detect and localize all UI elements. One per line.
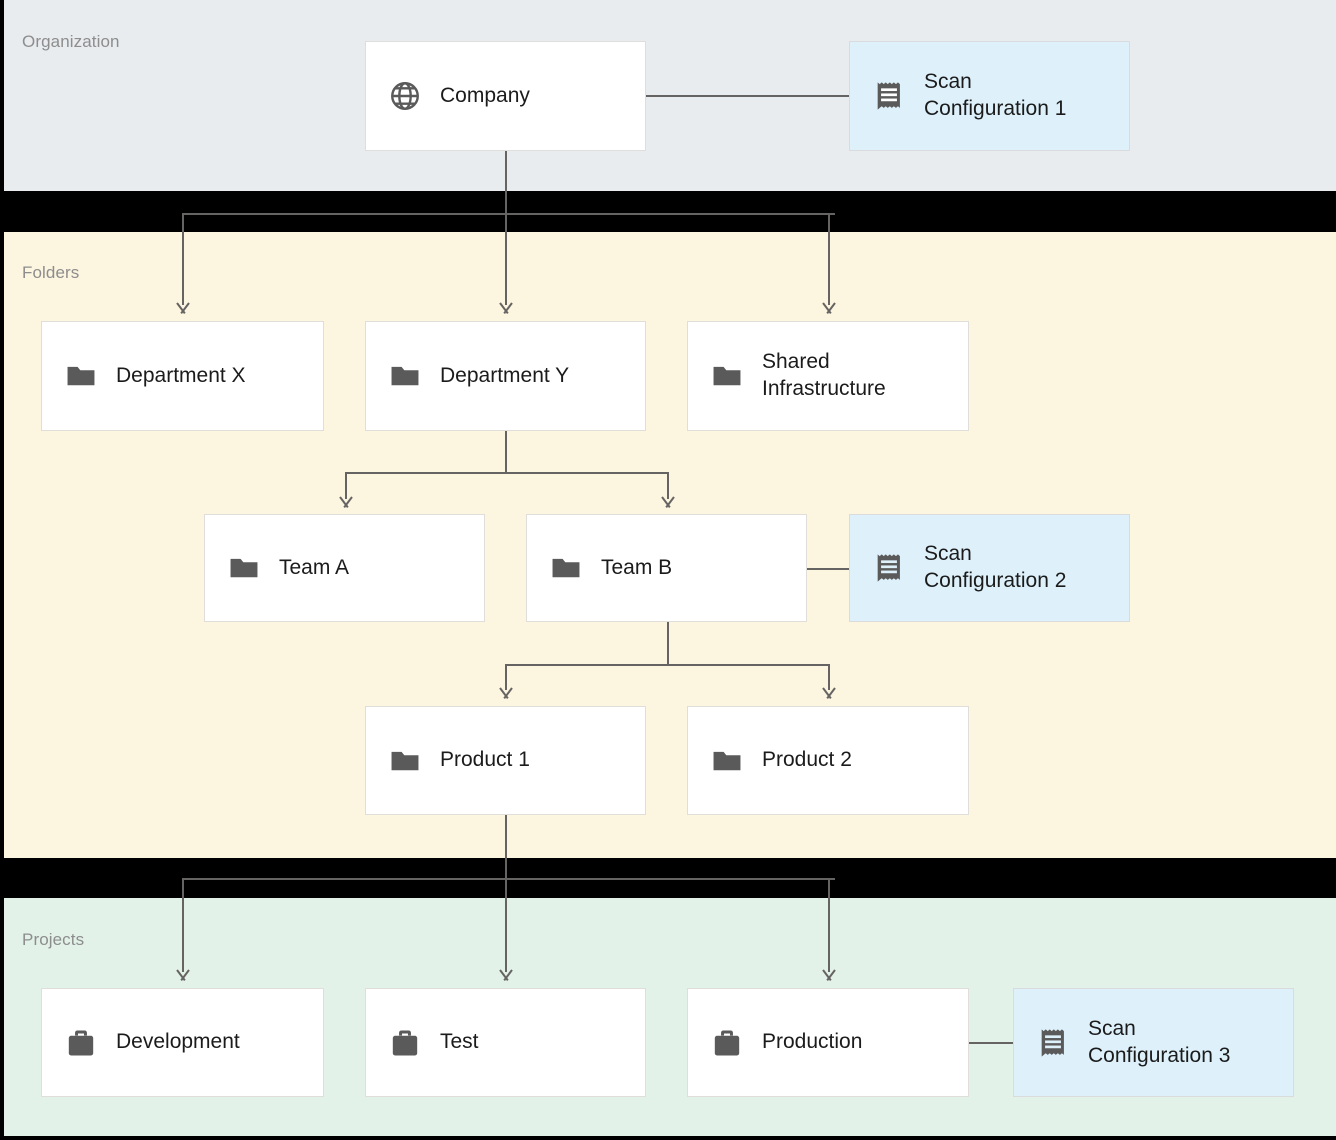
folder-icon <box>388 744 422 778</box>
node-test[interactable]: Test <box>365 988 646 1097</box>
node-scan-configuration-1[interactable]: Scan Configuration 1 <box>849 41 1130 151</box>
node-label: Shared Infrastructure <box>762 350 886 400</box>
edge-teamb-bus <box>505 664 829 666</box>
node-team-a[interactable]: Team A <box>204 514 485 622</box>
briefcase-icon <box>388 1026 422 1060</box>
node-company[interactable]: Company <box>365 41 646 151</box>
edge-depy-trunk <box>505 430 507 474</box>
briefcase-icon <box>710 1026 744 1060</box>
folder-icon <box>549 551 583 585</box>
arrowhead-department-x <box>175 303 191 314</box>
edge-production-scan3 <box>969 1042 1014 1044</box>
folder-icon <box>710 359 744 393</box>
briefcase-icon <box>64 1026 98 1060</box>
node-label: Production <box>762 1030 863 1054</box>
node-label: Scan Configuration 2 <box>924 542 1067 592</box>
edge-company-trunk <box>505 149 507 214</box>
arrowhead-department-y <box>498 303 514 314</box>
edge-depy-drop-a <box>345 472 347 499</box>
node-scan-configuration-3[interactable]: Scan Configuration 3 <box>1013 988 1294 1097</box>
edge-product1-bus <box>182 878 835 880</box>
node-label: Department Y <box>440 363 570 387</box>
globe-icon <box>388 79 422 113</box>
edge-teamb-scan2 <box>807 568 849 570</box>
node-department-x[interactable]: Department X <box>41 321 324 431</box>
band-label-organization: Organization <box>22 32 120 51</box>
node-label: Scan Configuration 3 <box>1088 1016 1231 1067</box>
arrowhead-team-a <box>338 497 354 508</box>
receipt-icon <box>872 79 906 113</box>
edge-teamb-drop-1 <box>505 664 507 690</box>
node-production[interactable]: Production <box>687 988 969 1097</box>
node-label: Team A <box>279 555 350 579</box>
node-label: Development <box>116 1030 240 1054</box>
node-product-2[interactable]: Product 2 <box>687 706 969 815</box>
edge-product1-drop-p <box>828 878 830 972</box>
band-label-folders: Folders <box>22 263 80 282</box>
edge-product1-trunk <box>505 815 507 879</box>
edge-company-bus <box>182 213 835 215</box>
node-department-y[interactable]: Department Y <box>365 321 646 431</box>
edge-teamb-drop-2 <box>828 664 830 690</box>
arrowhead-team-b <box>660 497 676 508</box>
edge-depy-drop-b <box>667 472 669 499</box>
folder-icon <box>388 359 422 393</box>
receipt-icon <box>1036 1026 1070 1060</box>
node-team-b[interactable]: Team B <box>526 514 807 622</box>
node-label: Scan Configuration 1 <box>924 70 1067 120</box>
folder-icon <box>227 551 261 585</box>
edge-company-drop-y <box>505 213 507 305</box>
node-product-1[interactable]: Product 1 <box>365 706 646 815</box>
arrowhead-product-2 <box>821 688 837 699</box>
folder-icon <box>64 359 98 393</box>
arrowhead-production <box>821 970 837 981</box>
edge-teamb-trunk <box>667 622 669 666</box>
arrowhead-shared-infra <box>821 303 837 314</box>
node-label: Product 2 <box>762 748 852 772</box>
arrowhead-development <box>175 970 191 981</box>
edge-product1-drop-t <box>505 878 507 972</box>
folder-icon <box>710 744 744 778</box>
node-label: Team B <box>601 555 673 579</box>
node-development[interactable]: Development <box>41 988 324 1097</box>
edge-company-scan1 <box>646 95 849 97</box>
arrowhead-product-1 <box>498 688 514 699</box>
edge-company-drop-x <box>182 213 184 305</box>
node-scan-configuration-2[interactable]: Scan Configuration 2 <box>849 514 1130 622</box>
edge-product1-drop-d <box>182 878 184 972</box>
node-label: Test <box>440 1030 479 1054</box>
arrowhead-test <box>498 970 514 981</box>
band-label-projects: Projects <box>22 930 85 949</box>
node-label: Department X <box>116 363 246 387</box>
receipt-icon <box>872 551 906 585</box>
node-shared-infrastructure[interactable]: Shared Infrastructure <box>687 321 969 431</box>
node-label: Company <box>440 83 530 107</box>
edge-company-drop-si <box>828 213 830 305</box>
node-label: Product 1 <box>440 748 530 772</box>
edge-depy-bus <box>345 472 669 474</box>
